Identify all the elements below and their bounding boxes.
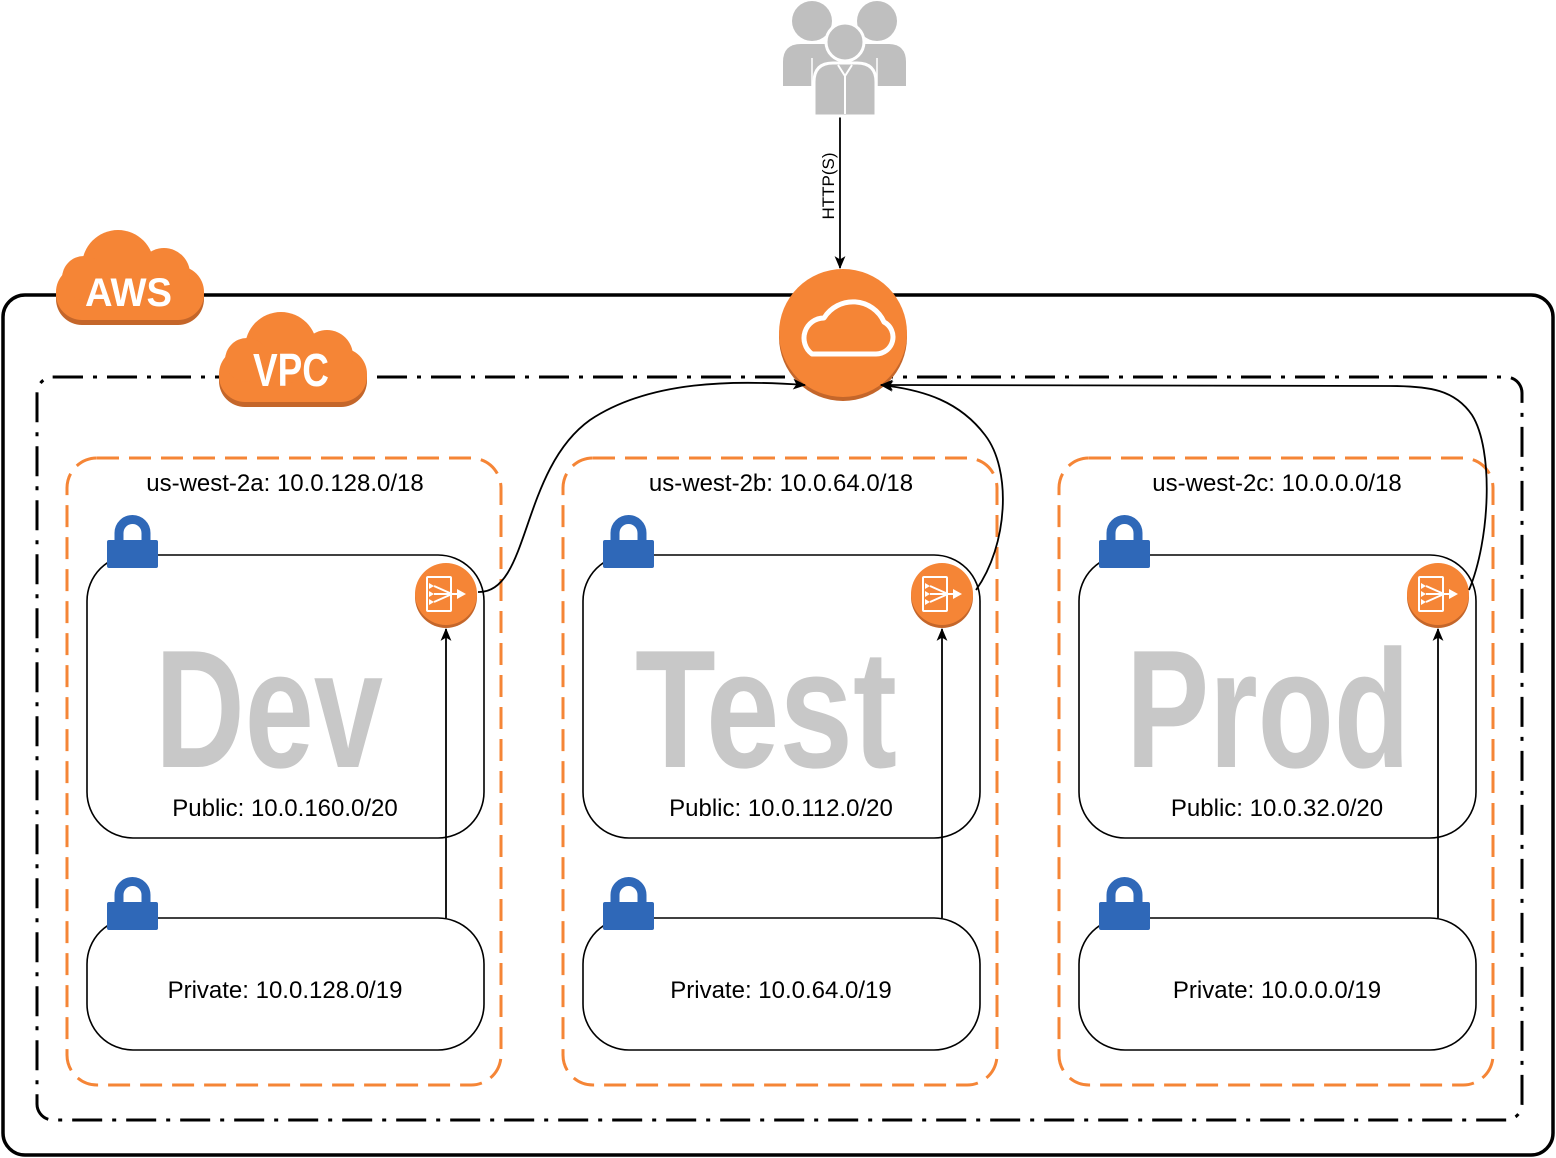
vpc-label: VPC	[253, 344, 329, 396]
nat-to-igw-route-c	[879, 379, 1488, 591]
lock-icon	[603, 520, 654, 569]
vpc-boundary	[35, 375, 1524, 1122]
internet-gateway-icon	[779, 269, 907, 401]
private-subnet	[582, 917, 981, 1051]
lock-icon	[1099, 882, 1150, 931]
nat-to-igw-route-a	[477, 378, 807, 593]
availability-zone-label: us-west-2a: 10.0.128.0/18	[146, 470, 424, 497]
http-label: HTTP(S)	[819, 152, 838, 219]
availability-zone-boundary	[65, 456, 503, 1087]
availability-zone-label: us-west-2c: 10.0.0.0/18	[1152, 470, 1401, 497]
public-subnet	[582, 554, 981, 839]
private-subnet	[86, 917, 485, 1051]
aws-boundary	[1, 293, 1555, 1157]
availability-zone-b: us-west-2b: 10.0.64.0/18 Test Public: 10…	[561, 456, 999, 1087]
availability-zone-label: us-west-2b: 10.0.64.0/18	[649, 470, 913, 497]
aws-cloud-badge: AWS	[56, 230, 204, 325]
lock-icon	[107, 882, 158, 931]
public-subnet	[1078, 554, 1477, 839]
public-subnet	[86, 554, 485, 839]
nat-gateway-icon	[911, 563, 973, 628]
lock-icon	[107, 520, 158, 569]
vpc-cloud-badge: VPC	[219, 312, 367, 407]
lock-icon	[603, 882, 654, 931]
nat-gateway-icon	[1407, 563, 1469, 628]
users-icon	[783, 1, 906, 118]
environment-label: Test	[635, 615, 897, 803]
private-subnet-label: Private: 10.0.0.0/19	[1173, 977, 1381, 1004]
availability-zone-a: us-west-2a: 10.0.128.0/18 Dev Public: 10…	[65, 456, 503, 1087]
public-subnet-label: Public: 10.0.112.0/20	[669, 795, 893, 822]
environment-label: Prod	[1126, 615, 1410, 803]
nat-to-igw-route-b	[879, 380, 1004, 591]
private-subnet-label: Private: 10.0.128.0/19	[168, 977, 403, 1004]
private-subnet	[1078, 917, 1477, 1051]
aws-label: AWS	[85, 271, 172, 315]
availability-zone-boundary	[1057, 456, 1495, 1087]
public-subnet-label: Public: 10.0.32.0/20	[1171, 795, 1383, 822]
availability-zone-boundary	[561, 456, 999, 1087]
lock-icon	[1099, 520, 1150, 569]
public-subnet-label: Public: 10.0.160.0/20	[172, 795, 398, 822]
environment-label: Dev	[155, 615, 383, 803]
nat-gateway-icon	[415, 563, 477, 628]
availability-zone-c: us-west-2c: 10.0.0.0/18 Prod Public: 10.…	[1057, 456, 1495, 1087]
private-subnet-label: Private: 10.0.64.0/19	[670, 977, 891, 1004]
